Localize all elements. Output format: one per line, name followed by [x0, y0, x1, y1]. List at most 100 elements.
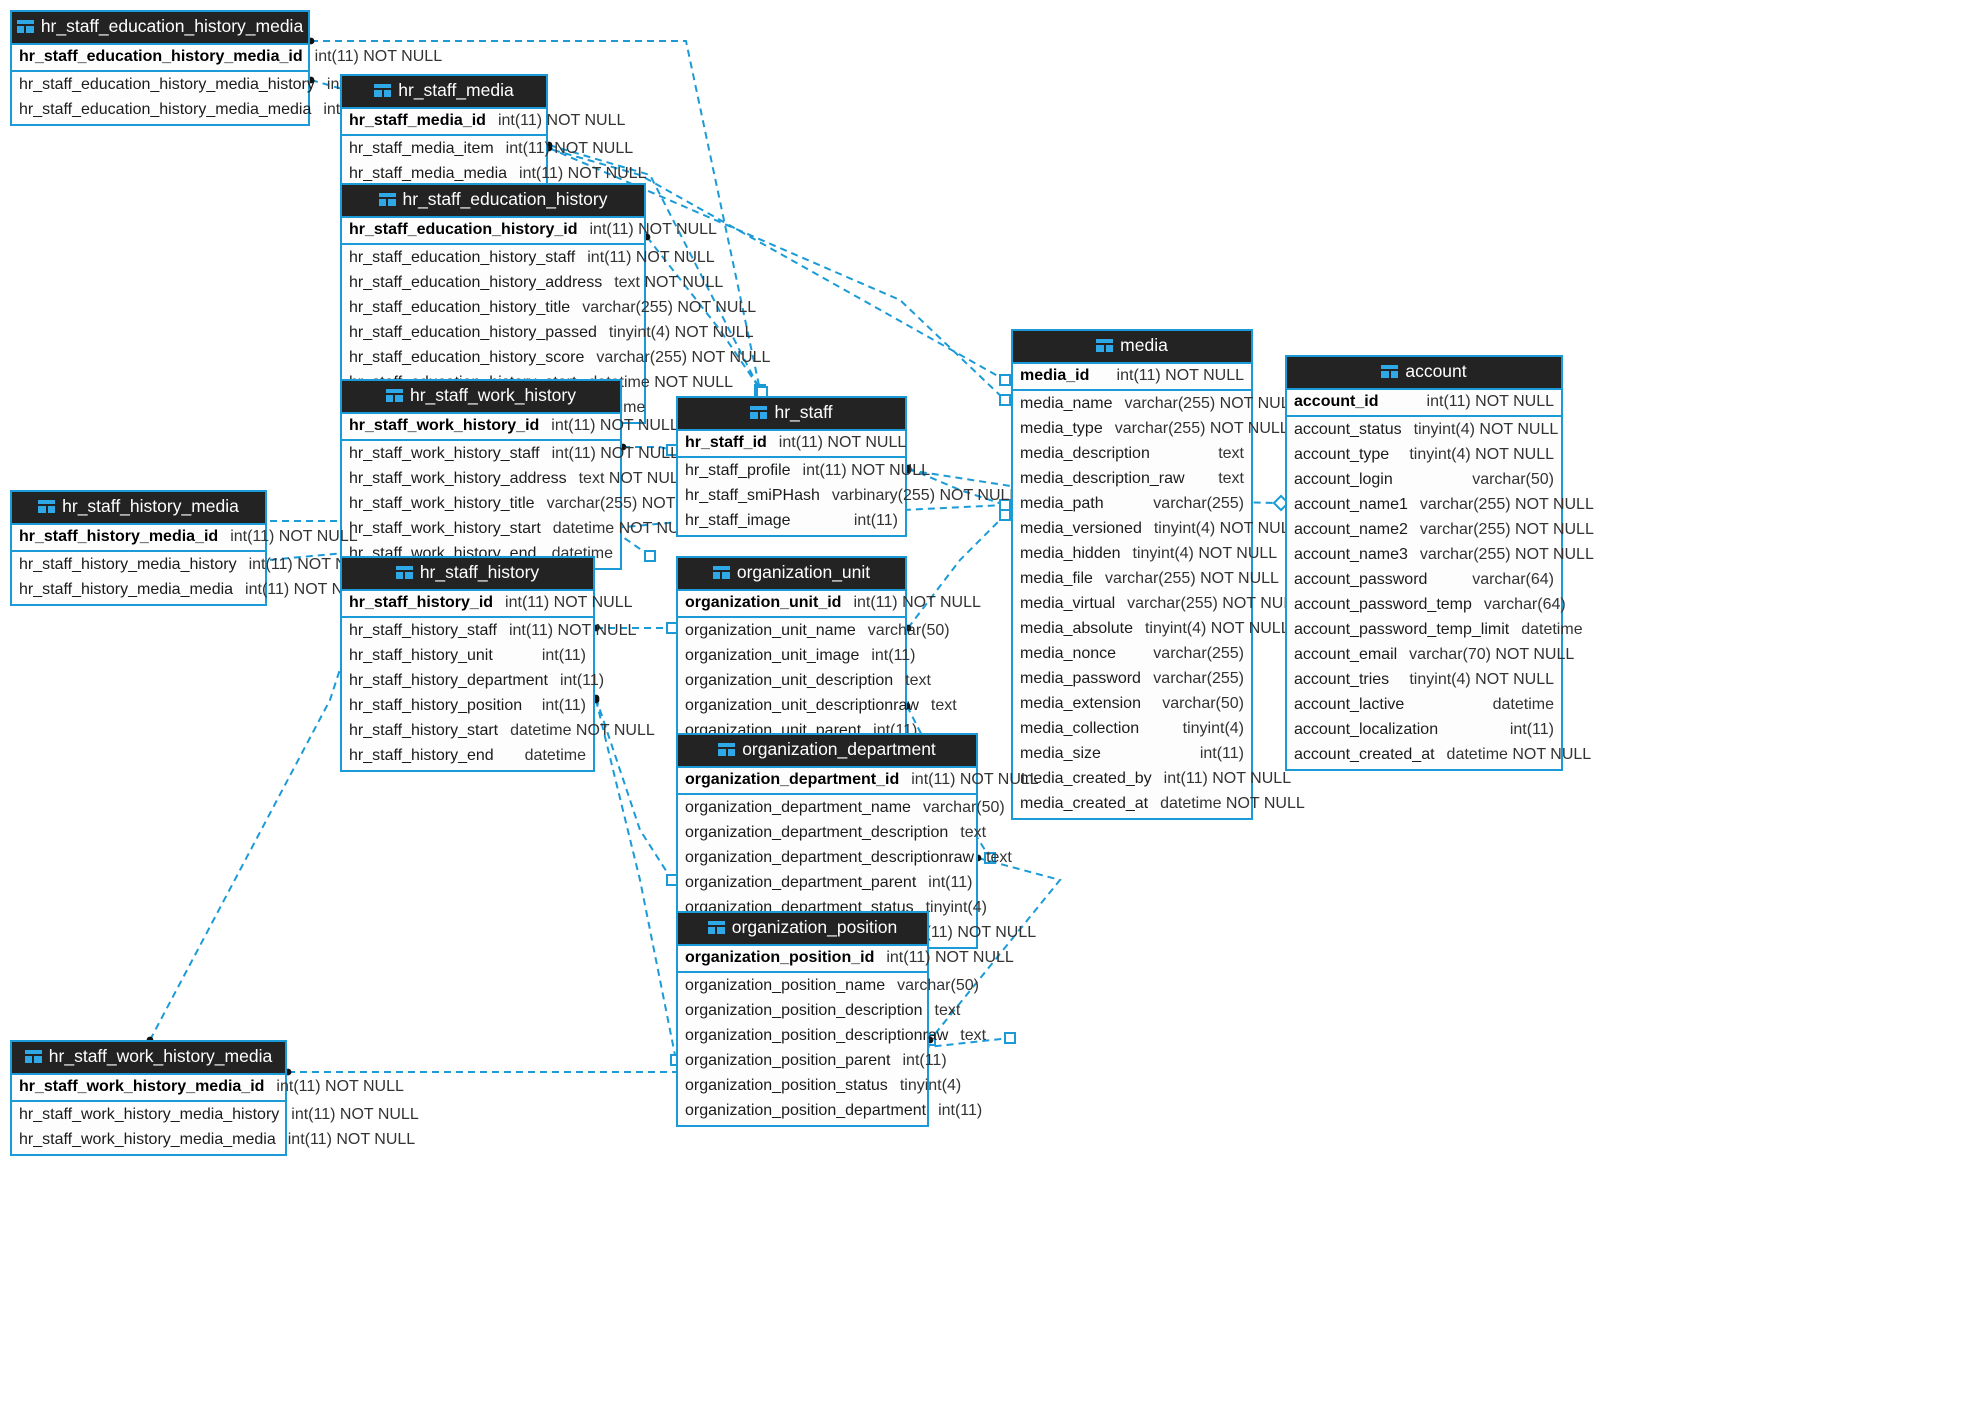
table-header[interactable]: hr_staff_history	[342, 558, 593, 589]
table-header[interactable]: account	[1287, 357, 1561, 388]
table-header[interactable]: organization_department	[678, 735, 976, 766]
table-header[interactable]: hr_staff_education_history	[342, 185, 644, 216]
column-row[interactable]: hr_staff_education_history_media_mediain…	[12, 98, 451, 123]
table-header[interactable]: hr_staff	[678, 398, 905, 429]
table-header[interactable]: organization_position	[678, 913, 927, 944]
table-header[interactable]: hr_staff_work_history	[342, 381, 620, 412]
table-header[interactable]: hr_staff_history_media	[12, 492, 265, 523]
table-header[interactable]: hr_staff_education_history_media	[12, 12, 308, 43]
table-header[interactable]: hr_staff_media	[342, 76, 546, 107]
column-row[interactable]: hr_staff_education_history_media_history…	[12, 73, 454, 98]
table-header[interactable]: hr_staff_work_history_media	[12, 1042, 285, 1073]
table-header[interactable]: organization_unit	[678, 558, 905, 589]
